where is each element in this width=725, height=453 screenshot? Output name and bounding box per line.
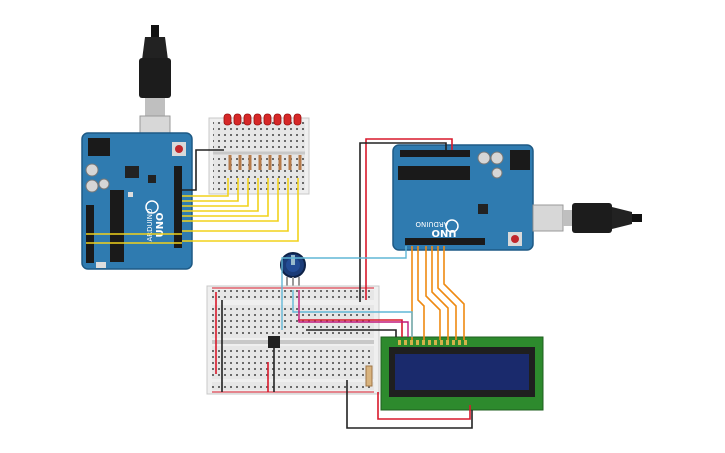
usb-cable-left [139,25,171,149]
lcd-resistor [365,365,373,387]
arduino-left-logo-text: ARDUINO [146,208,154,241]
yellow-wires [86,178,299,244]
arduino-right-model-text: UNO [432,227,457,238]
led-resistors [228,155,302,170]
arduino-uno-left[interactable]: ARDUINO UNO [81,132,193,270]
arduino-uno-right[interactable]: ARDUINO UNO [392,144,534,251]
usb-cable-right [532,203,642,233]
black-wires [221,142,473,429]
arduino-left-model-text: UNO [155,213,166,238]
orange-wires [411,246,465,340]
arduino-right-logo-text: ARDUINO [415,220,448,228]
potentiometer[interactable] [280,252,306,290]
lcd-display[interactable] [380,336,544,411]
arduino-right-infinity-icon [445,219,459,233]
arduino-infinity-icon [145,200,159,214]
magenta-wires [298,290,409,337]
led-array[interactable] [223,113,302,126]
black-wire-led-ground [182,149,224,191]
red-wires [215,138,471,420]
blue-wires [281,246,413,337]
